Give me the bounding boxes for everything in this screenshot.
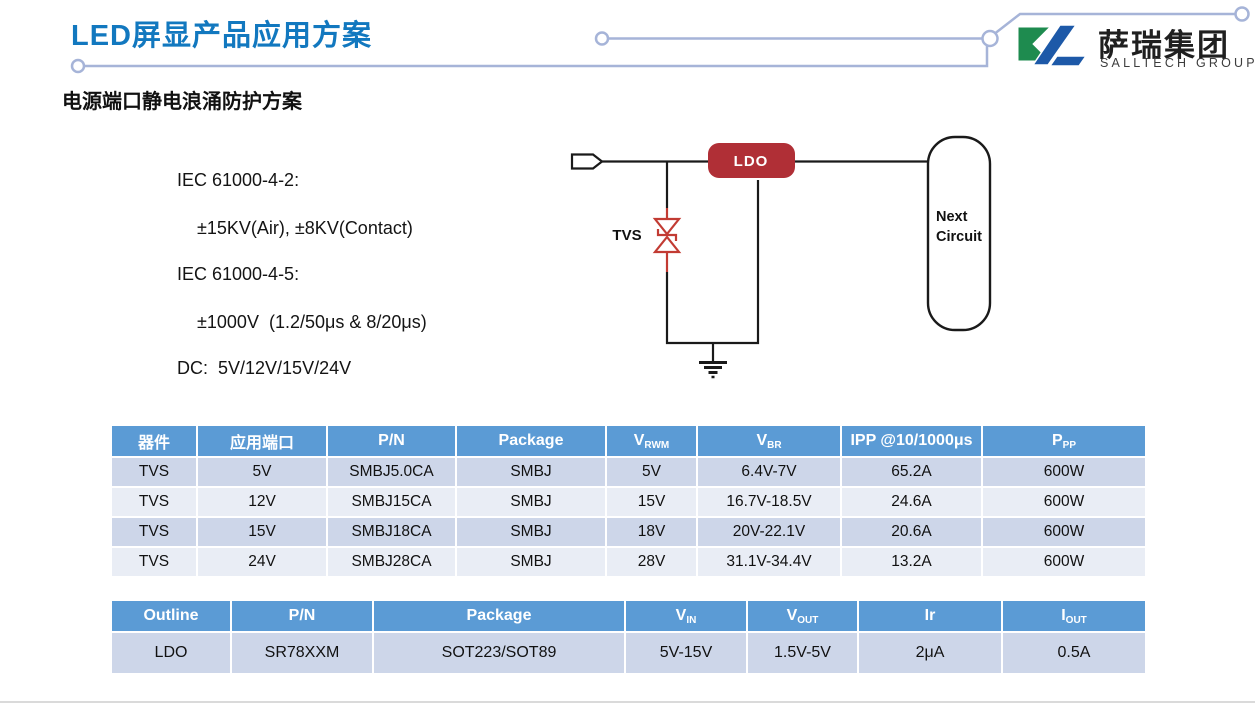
table-row: TVS 15V SMBJ18CA SMBJ 18V 20V-22.1V 20.6… <box>112 518 1145 546</box>
table-cell: SMBJ15CA <box>328 488 455 516</box>
table-cell: 0.5A <box>1003 633 1145 673</box>
table-cell: SMBJ <box>457 458 605 486</box>
spec-line: IEC 61000-4-5: <box>177 264 300 284</box>
table-cell: 600W <box>983 548 1145 576</box>
table-cell: TVS <box>112 488 196 516</box>
table-cell: SMBJ <box>457 548 605 576</box>
ldo-selection-table: Outline P/N Package VIN VOUT Ir IOUT LDO… <box>110 599 1147 675</box>
column-header: 器件 <box>112 426 196 456</box>
table-cell: 65.2A <box>842 458 981 486</box>
spec-line: IEC 61000-4-2: <box>177 170 300 190</box>
table-row: TVS 24V SMBJ28CA SMBJ 28V 31.1V-34.4V 13… <box>112 548 1145 576</box>
table-cell: 5V <box>198 458 326 486</box>
column-header: PPP <box>983 426 1145 456</box>
trace-node-icon <box>981 29 999 48</box>
column-header: VOUT <box>748 601 857 631</box>
column-header: Package <box>457 426 605 456</box>
page-title: LED屏显产品应用方案 <box>71 20 373 52</box>
table-cell: 600W <box>983 488 1145 516</box>
spec-paragraph-esd: IEC 61000-4-2: ±15KV(Air), ±8KV(Contact) <box>177 168 427 240</box>
table-cell: 20V-22.1V <box>698 518 840 546</box>
table-cell: 15V <box>607 488 696 516</box>
table-cell: SMBJ <box>457 488 605 516</box>
title-underline <box>84 46 989 68</box>
table-cell: SOT223/SOT89 <box>374 633 624 673</box>
table-cell: SMBJ18CA <box>328 518 455 546</box>
table-cell: 16.7V-18.5V <box>698 488 840 516</box>
column-header: 应用端口 <box>198 426 326 456</box>
column-header: VRWM <box>607 426 696 456</box>
tvs-label: TVS <box>612 227 641 244</box>
table-row: TVS 5V SMBJ5.0CA SMBJ 5V 6.4V-7V 65.2A 6… <box>112 458 1145 486</box>
company-name-en: SALLTECH GROUP <box>1100 56 1255 70</box>
spec-paragraph-dc: DC: 5V/12V/15V/24V <box>177 356 427 380</box>
table-cell: 24.6A <box>842 488 981 516</box>
table-cell: 5V <box>607 458 696 486</box>
table-cell: 6.4V-7V <box>698 458 840 486</box>
table-cell: TVS <box>112 458 196 486</box>
table-cell: SMBJ <box>457 518 605 546</box>
salltech-logo-icon <box>1017 24 1088 67</box>
ground-icon <box>699 343 727 379</box>
table-row: LDO SR78XXM SOT223/SOT89 5V-15V 1.5V-5V … <box>112 633 1145 673</box>
table-cell: 600W <box>983 458 1145 486</box>
section-subtitle: 电源端口静电浪涌防护方案 <box>62 91 302 113</box>
next-circuit-label-line2: Circuit <box>936 229 982 245</box>
column-header: VBR <box>698 426 840 456</box>
spec-line: DC: 5V/12V/15V/24V <box>177 358 352 378</box>
table-cell: SMBJ5.0CA <box>328 458 455 486</box>
table-cell: 15V <box>198 518 326 546</box>
trace-line-top <box>994 12 1236 34</box>
spec-text-block: IEC 61000-4-2: ±15KV(Air), ±8KV(Contact)… <box>177 168 427 402</box>
trace-node-icon <box>1234 6 1250 22</box>
column-header: IPP @10/1000μs <box>842 426 981 456</box>
table-cell: 2μA <box>859 633 1001 673</box>
next-circuit-label-line1: Next <box>936 209 968 225</box>
table-cell: LDO <box>112 633 230 673</box>
protection-circuit-diagram: TVS LDO Next Circuit <box>570 135 992 379</box>
spec-line: ±15KV(Air), ±8KV(Contact) <box>197 218 413 238</box>
table-cell: 20.6A <box>842 518 981 546</box>
spec-line: ±1000V (1.2/50μs & 8/20μs) <box>197 312 427 332</box>
table-cell: TVS <box>112 548 196 576</box>
ldo-block: LDO <box>708 143 795 178</box>
spec-paragraph-surge: IEC 61000-4-5: ±1000V (1.2/50μs & 8/20μs… <box>177 262 427 334</box>
table-cell: 1.5V-5V <box>748 633 857 673</box>
table-cell: 13.2A <box>842 548 981 576</box>
table-cell: 24V <box>198 548 326 576</box>
ground-loop-wire <box>665 180 760 345</box>
table-cell: 18V <box>607 518 696 546</box>
slide-bottom-edge <box>0 701 1255 703</box>
column-header: Ir <box>859 601 1001 631</box>
ldo-label: LDO <box>734 153 769 170</box>
table-cell: 31.1V-34.4V <box>698 548 840 576</box>
trace-node-icon <box>70 58 86 74</box>
tvs-diode-icon <box>652 208 682 272</box>
company-logo: 萨瑞集团 SALLTECH GROUP <box>1012 14 1255 78</box>
next-circuit-block: Next Circuit <box>926 135 992 332</box>
table-cell: 28V <box>607 548 696 576</box>
header-trace-decoration <box>70 6 1250 74</box>
column-header: IOUT <box>1003 601 1145 631</box>
input-connector-icon <box>570 153 604 170</box>
trace-node-icon <box>594 31 610 46</box>
column-header: Outline <box>112 601 230 631</box>
table-cell: 12V <box>198 488 326 516</box>
column-header: VIN <box>626 601 746 631</box>
column-header: P/N <box>328 426 455 456</box>
tvs-selection-table: 器件 应用端口 P/N Package VRWM VBR IPP @10/100… <box>110 424 1147 578</box>
table-header-row: Outline P/N Package VIN VOUT Ir IOUT <box>112 601 1145 631</box>
table-row: TVS 12V SMBJ15CA SMBJ 15V 16.7V-18.5V 24… <box>112 488 1145 516</box>
table-cell: SMBJ28CA <box>328 548 455 576</box>
column-header: P/N <box>232 601 372 631</box>
column-header: Package <box>374 601 624 631</box>
table-cell: SR78XXM <box>232 633 372 673</box>
table-header-row: 器件 应用端口 P/N Package VRWM VBR IPP @10/100… <box>112 426 1145 456</box>
table-cell: 600W <box>983 518 1145 546</box>
table-cell: 5V-15V <box>626 633 746 673</box>
company-name-cn: 萨瑞集团 <box>1098 28 1230 63</box>
table-cell: TVS <box>112 518 196 546</box>
